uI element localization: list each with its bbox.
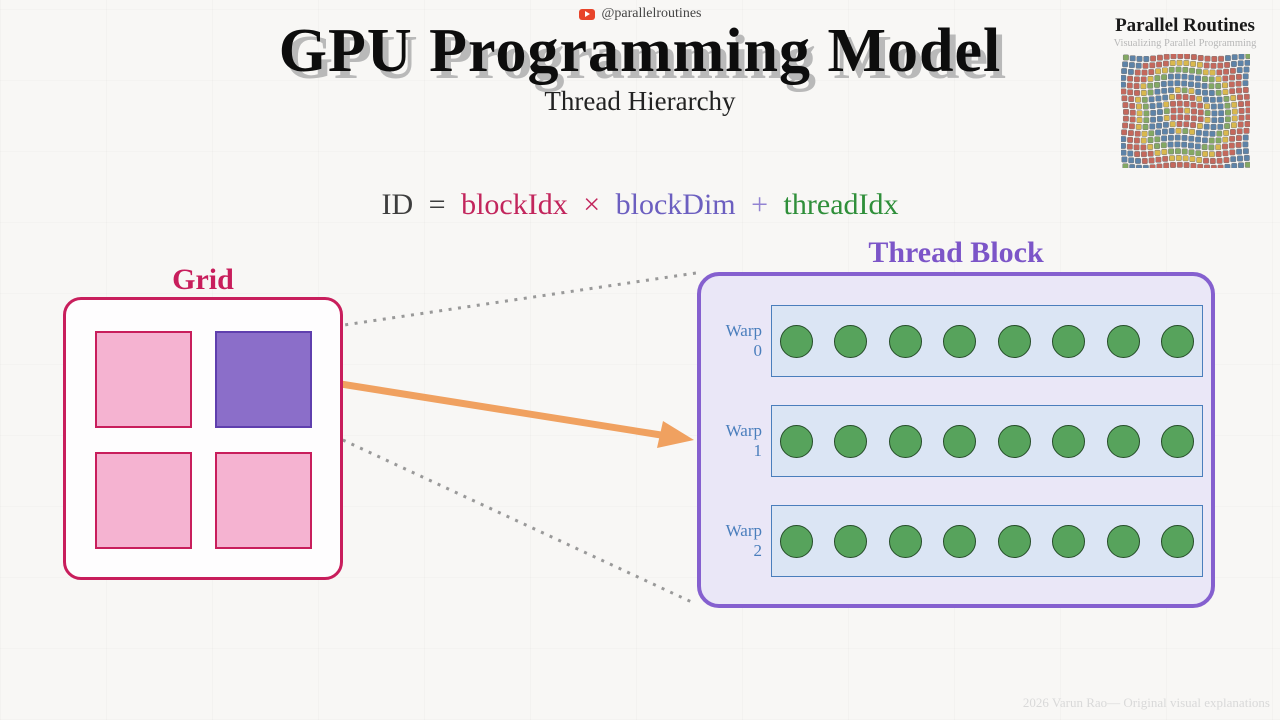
thread-circle [1160,424,1194,458]
grid-block [215,452,312,549]
formula-thread-idx: threadIdx [783,188,899,221]
formula-id: ID [381,188,414,221]
thread-circle [780,324,813,358]
brand: Parallel Routines Visualizing Parallel P… [1104,15,1266,173]
thread-block-box: Warp 0 Warp 1 Warp 2 [697,272,1215,608]
warp-row: Warp 2 [713,505,1203,577]
thread-circle [834,424,868,458]
thread-circle [943,324,977,358]
warp-rect [771,405,1203,477]
brand-tagline: Visualizing Parallel Programming [1113,37,1257,49]
thread-circle [1160,324,1194,358]
channel-handle-row: @parallelroutines [0,6,1280,22]
thread-circle [1106,424,1140,458]
warp-row: Warp 1 [713,405,1203,477]
grid-box [63,297,343,580]
thread-circle [834,324,868,358]
thread-circle [888,524,922,558]
formula-block-dim: blockDim [615,188,736,221]
warp-label: Warp 1 [725,421,762,460]
youtube-icon [578,8,595,20]
page-subtitle: Thread Hierarchy [544,86,736,116]
warp-label: Warp 0 [725,321,762,360]
thread-circle [997,424,1031,458]
thread-circle [888,424,922,458]
thread-circle [780,424,813,458]
formula-block-idx: blockIdx [461,188,568,221]
page-title: GPU Programming Model [278,17,1002,85]
thread-circle [1052,524,1086,558]
brand-logo-mosaic-icon [1119,52,1251,171]
thread-circle [943,524,977,558]
thread-circle [1052,324,1086,358]
thread-circle [997,524,1031,558]
formula-plus: + [751,188,769,221]
credit-text: 2026 Varun Rao— Original visual explanat… [1022,695,1270,710]
thread-circle [888,324,922,358]
mapping-arrow-shaft [321,377,662,439]
thread-circle [1106,524,1140,558]
warp-label: Warp 2 [725,521,762,560]
thread-block-title: Thread Block [868,236,1044,269]
warp-row: Warp 0 [713,305,1203,377]
grid-title: Grid [172,263,234,296]
brand-name: Parallel Routines [1115,15,1255,36]
channel-handle: @parallelroutines [601,6,702,21]
dotted-connector-bottom [316,426,697,606]
warp-rect [771,305,1203,377]
warp-rect [771,505,1203,577]
thread-circle [943,424,977,458]
mapping-arrow-head [657,421,694,448]
formula-times: × [583,188,601,221]
thread-circle [834,524,868,558]
thread-circle [780,524,813,558]
thread-circle [997,324,1031,358]
grid-block [95,452,192,549]
thread-circle [1106,324,1140,358]
formula-equals: = [428,188,446,221]
thread-circle [1160,524,1194,558]
grid-block-selected [215,331,312,428]
grid-block [95,331,192,428]
thread-circle [1052,424,1086,458]
dotted-connector-top [316,271,697,331]
formula: ID = blockIdx × blockDim + threadIdx [0,188,1280,222]
